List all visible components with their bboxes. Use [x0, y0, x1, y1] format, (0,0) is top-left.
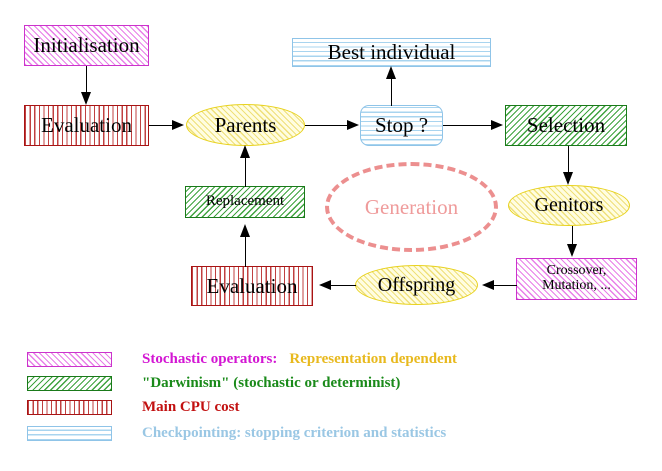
edge-parents-to-stop [305, 125, 347, 127]
node-initialisation[interactable]: Initialisation [24, 25, 149, 66]
edge-stop-to-selection [443, 125, 491, 127]
edge-selection-to-genitors [568, 146, 570, 173]
node-stop[interactable]: Stop ? [360, 105, 443, 146]
legend-swatch-red-vertical-hatch [27, 399, 112, 415]
arrowhead-offspring-to-evaluation [319, 279, 331, 290]
legend-label-darwinism: "Darwinism" (stochastic or determinist) [142, 374, 401, 391]
arrowhead-crossover-to-offspring [482, 279, 494, 290]
legend-swatch-blue-horizontal-hatch [27, 425, 112, 441]
arrowhead-evaluation-to-replacement [239, 224, 250, 237]
edge-stop-to-best-individual [391, 72, 393, 106]
legend-label-representation-dependent: Representation dependent [289, 350, 458, 367]
arrowhead-evaluation-to-parents [172, 119, 184, 130]
arrowhead-genitors-to-crossover [566, 244, 577, 257]
legend: Stochastic operators: Representation dep… [0, 340, 662, 450]
legend-swatch-magenta-hatch [27, 351, 112, 367]
legend-row-darwinism: "Darwinism" (stochastic or determinist) [27, 372, 400, 394]
arrowhead-stop-to-selection [491, 119, 503, 130]
legend-label-checkpointing: Checkpointing: stopping criterion and st… [142, 424, 447, 441]
legend-swatch-green-hatch [27, 375, 112, 391]
node-evaluation-top[interactable]: Evaluation [24, 105, 149, 146]
arrowhead-selection-to-genitors [562, 172, 573, 185]
node-selection[interactable]: Selection [505, 105, 627, 146]
edge-genitors-to-crossover [572, 226, 574, 245]
arrowhead-replacement-to-parents [239, 145, 250, 158]
arrowhead-stop-to-best-individual [385, 66, 396, 79]
node-evaluation-bottom[interactable]: Evaluation [191, 266, 313, 306]
legend-label-stochastic-operators: Stochastic operators: [142, 350, 278, 367]
edge-evaluation-to-parents [149, 125, 173, 127]
node-offspring[interactable]: Offspring [355, 265, 478, 305]
legend-label-main-cpu-cost: Main CPU cost [142, 398, 240, 415]
edge-replacement-to-parents [245, 158, 247, 187]
legend-row-main-cpu-cost: Main CPU cost [27, 396, 240, 418]
node-genitors[interactable]: Genitors [508, 185, 630, 226]
edge-evaluation-to-replacement [245, 231, 247, 267]
legend-row-stochastic-operators: Stochastic operators: Representation dep… [27, 348, 457, 370]
arrowhead-parents-to-stop [347, 119, 359, 130]
edge-initialisation-to-evaluation [86, 66, 88, 93]
edge-crossover-to-offspring [494, 285, 517, 287]
node-crossover-mutation[interactable]: Crossover, Mutation, ... [516, 258, 637, 300]
arrowhead-initialisation-to-evaluation [80, 92, 91, 105]
node-replacement[interactable]: Replacement [185, 186, 305, 218]
node-generation: Generation [325, 162, 498, 252]
edge-offspring-to-evaluation [331, 285, 356, 287]
legend-row-checkpointing: Checkpointing: stopping criterion and st… [27, 422, 446, 444]
node-best-individual[interactable]: Best individual [292, 38, 491, 67]
node-parents[interactable]: Parents [186, 104, 305, 146]
